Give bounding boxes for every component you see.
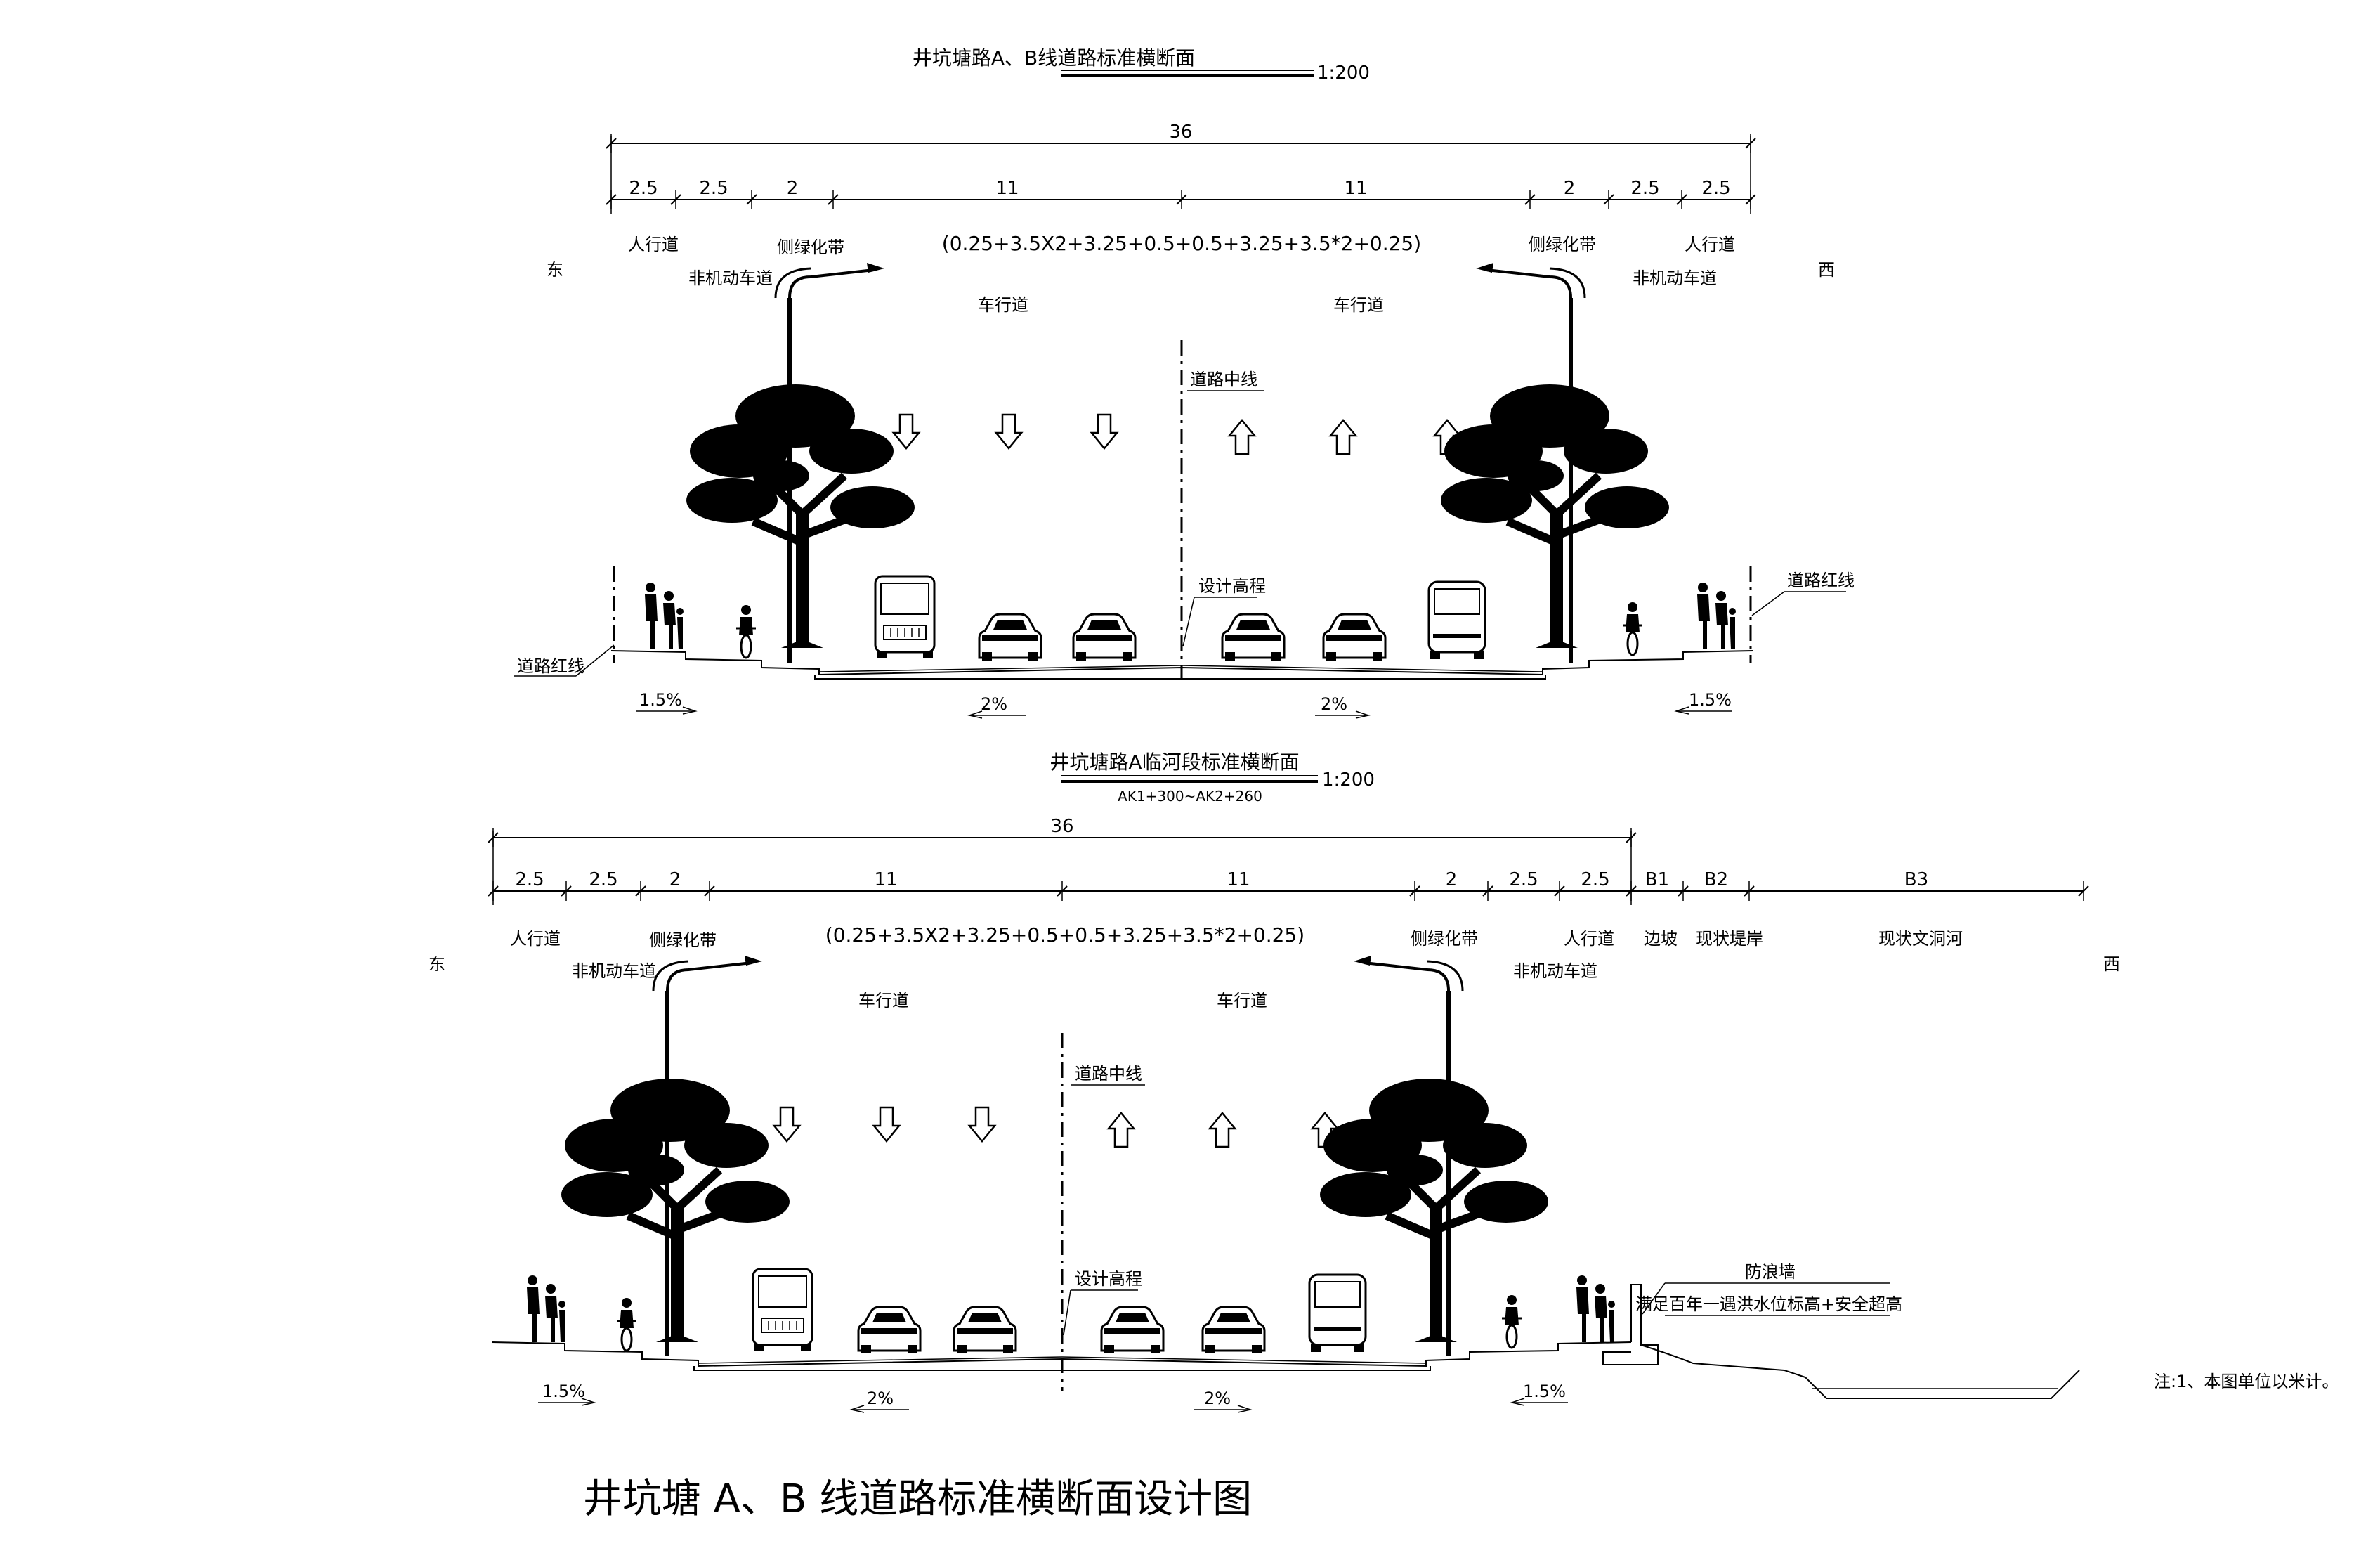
s2-segment-width: B3	[1904, 869, 1928, 890]
section-2-slope-side-west: 1.5%	[1523, 1382, 1566, 1401]
s2-segment-width: 2.5	[515, 869, 544, 890]
section-2-label-green-belt-east: 侧绿化带	[649, 930, 717, 950]
section-2-scale: 1:200	[1322, 769, 1375, 791]
section-2-slope-main-east: 2%	[867, 1389, 894, 1408]
section-1-label-green-belt-west: 侧绿化带	[1529, 235, 1596, 254]
s2-segment-width: B2	[1704, 869, 1728, 890]
section-1-label-sidewalk-west: 人行道	[1685, 235, 1735, 254]
section-2-title: 井坑塘路A临河段标准横断面	[1050, 750, 1299, 774]
section-2: 井坑塘路A临河段标准横断面 1:200 AK1+300~AK2+260 36 2.…	[429, 750, 2120, 1413]
section-2-lane-formula: (0.25+3.5X2+3.25+0.5+0.5+3.25+3.5*2+0.25…	[825, 923, 1305, 947]
section-2-label-carriageway-west: 车行道	[1217, 991, 1267, 1010]
section-1-slope-main-east: 2%	[981, 694, 1007, 714]
s1-segment-width: 11	[995, 178, 1019, 199]
section-2-label-centerline: 道路中线	[1075, 1064, 1142, 1084]
s1-segment-width: 2.5	[699, 178, 728, 199]
section-2-label-design-elevation: 设计高程	[1075, 1269, 1142, 1289]
section-1-label-bike-lane-east: 非机动车道	[688, 268, 773, 288]
drawing-title: 井坑塘 A、B 线道路标准横断面设计图	[583, 1476, 1252, 1522]
section-1-direction-west: 西	[1818, 260, 1835, 280]
section-1-dimension-chain: 36 2.5 2.5 2 11 11 2 2.5 2.5	[606, 122, 1756, 214]
s1-segment-width: 2.5	[1701, 178, 1730, 199]
section-1-label-centerline: 道路中线	[1190, 370, 1257, 389]
s1-segment-width: 2	[1564, 178, 1576, 199]
section-2-direction-east: 东	[429, 954, 445, 974]
s1-segment-width: 11	[1344, 178, 1367, 199]
s2-segment-width: B1	[1645, 869, 1669, 890]
section-2-dimension-chain: 36 2.5 2.5 2 11 11 2 2.5 2.5 B1 B2 B3	[488, 816, 2089, 905]
section-1-slope-main-west: 2%	[1321, 694, 1347, 714]
section-2-direction-west: 西	[2103, 954, 2120, 974]
section-2-label-sidewalk-west: 人行道	[1564, 929, 1614, 949]
section-2-chainage: AK1+300~AK2+260	[1118, 788, 1262, 805]
section-1-label-design-elevation: 设计高程	[1198, 576, 1266, 596]
s2-total-width: 36	[1050, 816, 1073, 837]
s1-segment-width: 2.5	[629, 178, 658, 199]
s2-segment-width: 2.5	[1509, 869, 1538, 890]
section-1-label-carriageway-west: 车行道	[1333, 295, 1384, 315]
section-1-label-red-line-east: 道路红线	[517, 656, 584, 676]
section-2-label-bike-lane-west: 非机动车道	[1513, 961, 1597, 981]
section-1-slope-side-east: 1.5%	[639, 690, 682, 710]
section-2-label-floodwall-note: 满足百年一遇洪水位标高+安全超高	[1635, 1294, 1902, 1314]
section-1: 井坑塘路A、B线道路标准横断面 1:200 36 2.5 2.5 2 11 11 2 2.5 2…	[514, 46, 1855, 719]
section-1-slope-side-west: 1.5%	[1689, 690, 1732, 710]
section-1-label-sidewalk-east: 人行道	[628, 235, 679, 254]
section-1-label-red-line-west: 道路红线	[1787, 571, 1855, 590]
s2-segment-width: 11	[874, 869, 897, 890]
s2-segment-width: 2	[669, 869, 681, 890]
s2-segment-width: 2.5	[589, 869, 617, 890]
section-1-label-green-belt-east: 侧绿化带	[777, 238, 844, 257]
section-2-label-existing-bank: 现状堤岸	[1696, 929, 1763, 949]
unit-note: 注:1、本图单位以米计。	[2154, 1372, 2339, 1391]
section-2-slope-main-west: 2%	[1204, 1389, 1231, 1408]
section-2-label-floodwall: 防浪墙	[1745, 1262, 1796, 1282]
s1-total-width: 36	[1169, 122, 1192, 143]
s2-segment-width: 2	[1446, 869, 1458, 890]
section-1-direction-east: 东	[547, 260, 563, 280]
section-1-label-carriageway-east: 车行道	[978, 295, 1028, 315]
section-2-slope-side-east: 1.5%	[542, 1382, 585, 1401]
section-1-scale: 1:200	[1317, 63, 1370, 84]
section-2-label-sidewalk-east: 人行道	[510, 929, 561, 949]
s1-segment-width: 2.5	[1630, 178, 1659, 199]
section-2-label-green-belt-west: 侧绿化带	[1411, 929, 1478, 949]
s1-segment-width: 2	[787, 178, 799, 199]
section-1-label-bike-lane-west: 非机动车道	[1633, 268, 1717, 288]
section-2-label-existing-river: 现状文洞河	[1878, 929, 1963, 949]
s2-segment-width: 2.5	[1581, 869, 1609, 890]
section-2-label-side-slope: 边坡	[1644, 929, 1678, 949]
s2-segment-width: 11	[1227, 869, 1250, 890]
section-2-label-bike-lane-east: 非机动车道	[572, 961, 656, 981]
section-1-lane-formula: (0.25+3.5X2+3.25+0.5+0.5+3.25+3.5*2+0.25…	[942, 232, 1421, 255]
section-1-title: 井坑塘路A、B线道路标准横断面	[913, 46, 1195, 70]
section-2-label-carriageway-east: 车行道	[858, 991, 909, 1010]
